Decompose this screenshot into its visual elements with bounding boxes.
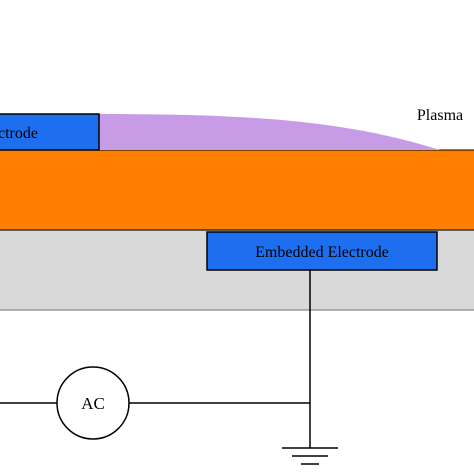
ground-icon (282, 447, 338, 465)
ac-source-label: AC (81, 394, 105, 413)
embedded-electrode (206, 231, 438, 271)
exposed-electrode-label: ctrode (0, 125, 38, 142)
plasma-region (99, 114, 440, 150)
plasma-label: Plasma (417, 107, 463, 124)
exposed-electrode (0, 113, 100, 151)
dielectric-layer (0, 149, 474, 231)
embedded-electrode-label: Embedded Electrode (255, 244, 389, 261)
ac-source-icon (56, 366, 130, 440)
